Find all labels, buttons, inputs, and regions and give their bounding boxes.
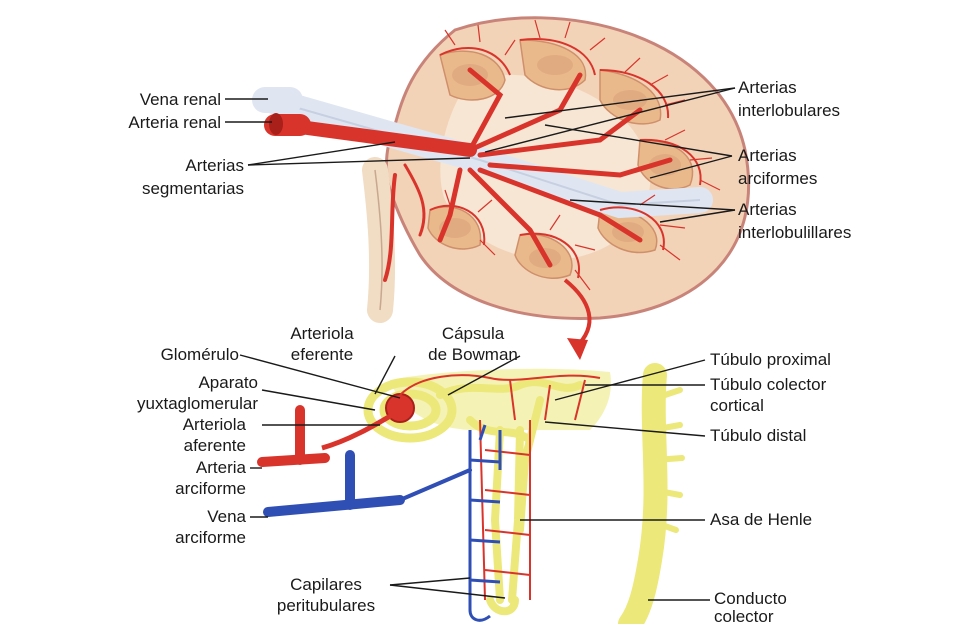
arcuate-artery (262, 410, 325, 462)
label-vena-arciforme-1: Vena (207, 507, 246, 526)
label-glomerulo: Glomérulo (161, 345, 239, 364)
label-tubulo-distal: Túbulo distal (710, 426, 806, 445)
label-arterias-arciformes-1: Arterias (738, 146, 797, 165)
label-conducto-1: Conducto (714, 589, 787, 608)
label-arterias-interlobulillares-1: Arterias (738, 200, 797, 219)
label-arteriola-aferente-2: aferente (184, 436, 246, 455)
label-arterias-interlobulillares-2: interlobulillares (738, 223, 851, 242)
label-arterias-interlobulares-2: interlobulares (738, 101, 840, 120)
label-arterias-arciformes-2: arciformes (738, 169, 817, 188)
label-arterias-segmentarias-2: segmentarias (142, 179, 244, 198)
label-arteriola-eferente-2: eferente (291, 345, 353, 364)
label-capilares-2: peritubulares (277, 596, 375, 615)
label-arteria-arciforme-1: Arteria (196, 458, 247, 477)
label-capsula-bowman-1: Cápsula (442, 324, 505, 343)
label-tubulo-colector-2: cortical (710, 396, 764, 415)
label-arterias-interlobulares-1: Arterias (738, 78, 797, 97)
label-vena-renal: Vena renal (140, 90, 221, 109)
kidney-illustration (265, 18, 749, 360)
label-tubulo-proximal: Túbulo proximal (710, 350, 831, 369)
label-capilares-1: Capilares (290, 575, 362, 594)
label-aparato-2: yuxtaglomerular (137, 394, 258, 413)
label-arteria-arciforme-2: arciforme (175, 479, 246, 498)
label-arteriola-aferente-1: Arteriola (183, 415, 247, 434)
label-tubulo-colector-1: Túbulo colector (710, 375, 827, 394)
label-conducto-2: colector (714, 607, 774, 624)
label-arteria-renal: Arteria renal (128, 113, 221, 132)
collecting-duct (630, 375, 656, 624)
label-asa-henle: Asa de Henle (710, 510, 812, 529)
label-vena-arciforme-2: arciforme (175, 528, 246, 547)
label-arteriola-eferente-1: Arteriola (290, 324, 354, 343)
label-aparato-1: Aparato (198, 373, 258, 392)
label-arterias-segmentarias-1: Arterias (185, 156, 244, 175)
label-capsula-bowman-2: de Bowman (428, 345, 518, 364)
